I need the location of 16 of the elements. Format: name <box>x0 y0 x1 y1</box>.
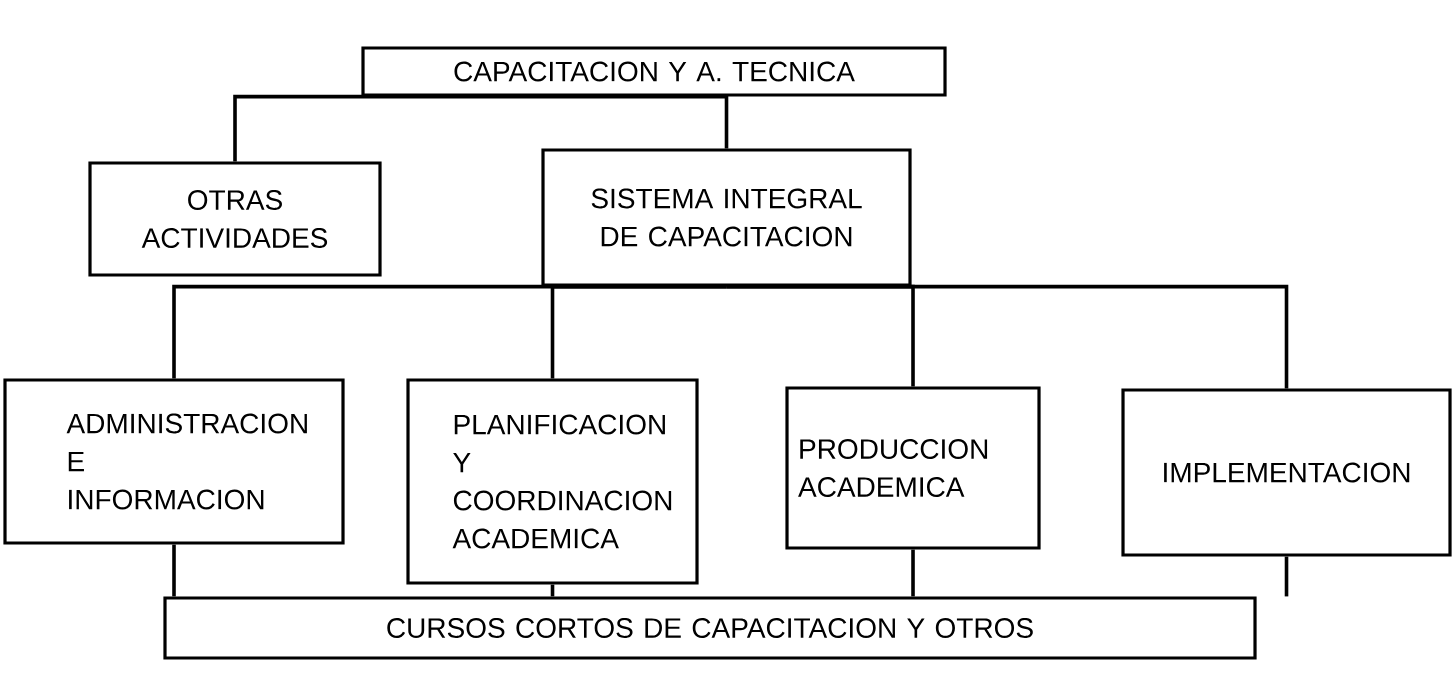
org-box: ADMINISTRACION E INFORMACION <box>3 378 345 545</box>
connector-line <box>172 544 176 597</box>
connector-line <box>233 94 654 162</box>
org-box: IMPLEMENTACION <box>1121 388 1452 557</box>
org-box: PLANIFICACION Y COORDINACION ACADEMICA <box>406 378 699 585</box>
org-box: PRODUCCION ACADEMICA <box>785 386 1041 550</box>
connector-line <box>654 94 729 149</box>
connector-line <box>726 284 1289 389</box>
org-box: SISTEMA INTEGRAL DE CAPACITACION <box>541 148 912 287</box>
connector-line <box>911 549 915 597</box>
connector-line <box>1284 556 1289 597</box>
org-box: OTRAS ACTIVIDADES <box>88 161 382 277</box>
org-box: CURSOS CORTOS DE CAPACITACION Y OTROS <box>163 596 1257 660</box>
org-box: CAPACITACION Y A. TECNICA <box>361 46 947 97</box>
connector-line <box>550 284 727 379</box>
connector-line <box>550 584 555 597</box>
